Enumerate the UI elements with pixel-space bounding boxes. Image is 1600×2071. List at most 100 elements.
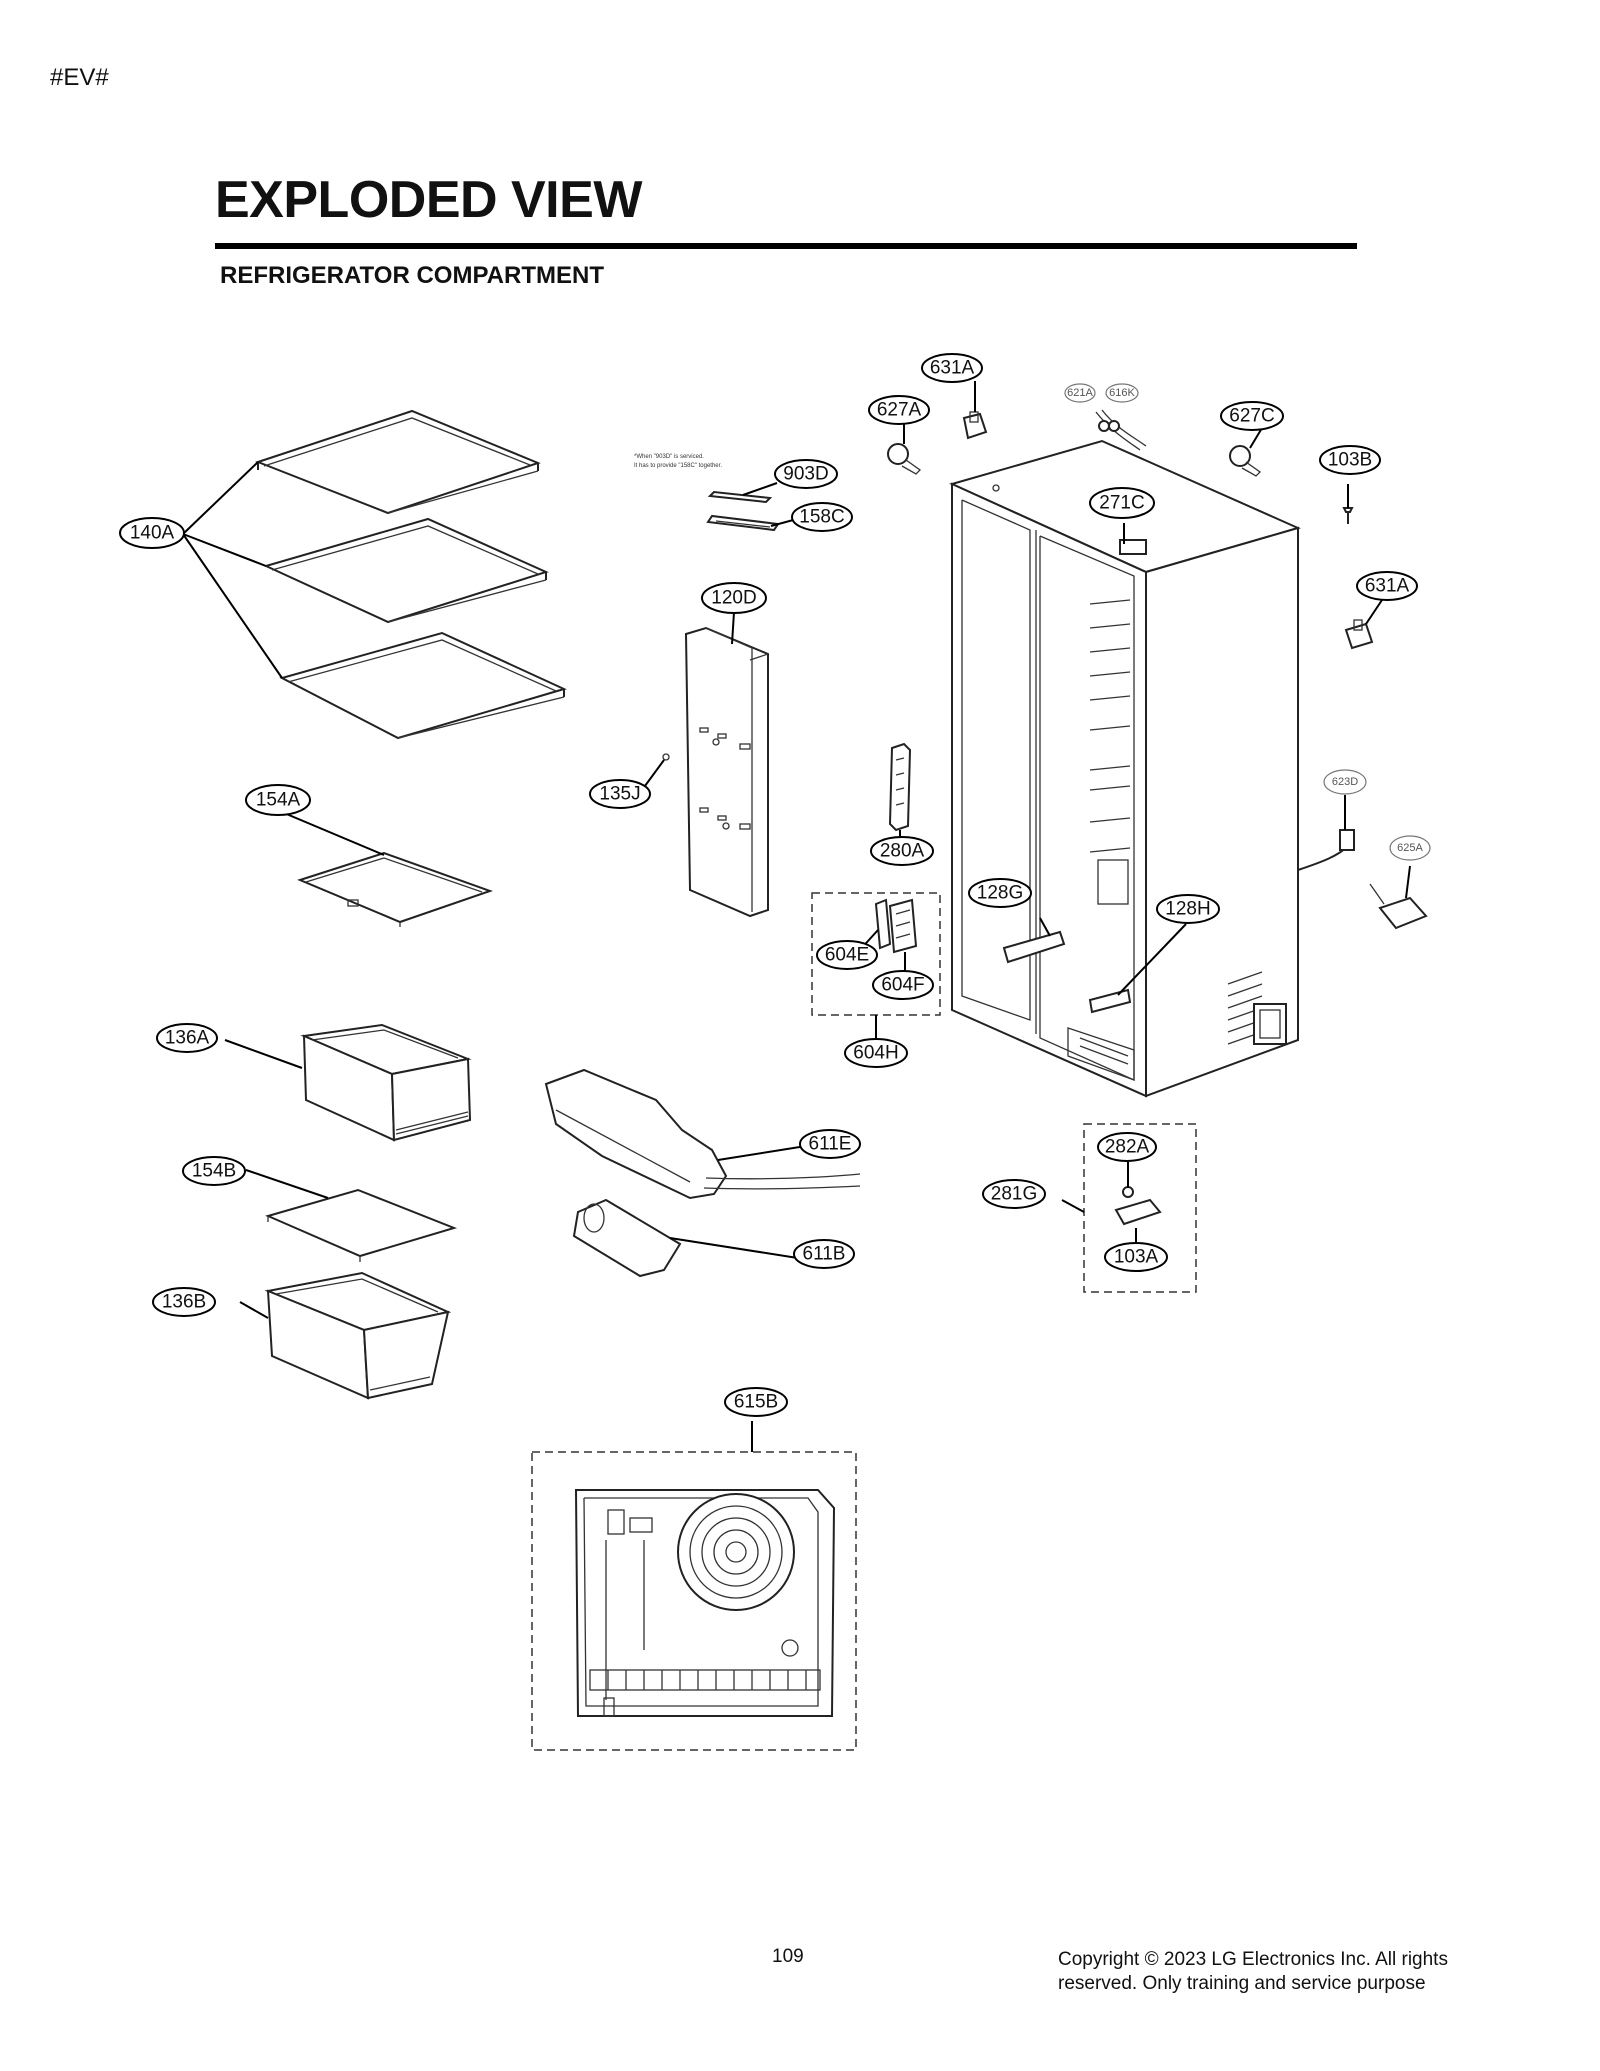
svg-text:135J: 135J xyxy=(599,784,640,805)
svg-text:282A: 282A xyxy=(1105,1137,1150,1158)
svg-text:128H: 128H xyxy=(1165,899,1210,920)
svg-text:631A: 631A xyxy=(930,358,975,379)
tubing-621a-616k xyxy=(1095,409,1147,451)
service-note-line-2: It has to provide "158C" together. xyxy=(634,463,722,469)
svg-text:604E: 604E xyxy=(825,945,869,966)
glass-shelf-top xyxy=(255,409,541,515)
callout-135j: 135J xyxy=(589,779,651,809)
glass-shelf-middle xyxy=(263,517,549,624)
clip-631a-right xyxy=(1344,619,1374,650)
page-title: EXPLODED VIEW xyxy=(215,171,642,229)
callout-604f: 604F xyxy=(872,970,934,1000)
group-box-281g xyxy=(1083,1123,1197,1293)
callout-631a-right: 631A xyxy=(1356,571,1418,601)
svg-text:621A: 621A xyxy=(1067,387,1093,399)
svg-text:903D: 903D xyxy=(783,464,828,485)
callout-154a: 154A xyxy=(245,784,311,816)
callout-281g: 281G xyxy=(982,1179,1046,1209)
copyright-notice: Copyright © 2023 LG Electronics Inc. All… xyxy=(1058,1948,1498,1996)
copyright-line-2: reserved. Only training and service purp… xyxy=(1058,1973,1426,1994)
ice-maker-615b xyxy=(574,1489,836,1717)
rail-strip-158c xyxy=(706,514,780,532)
page-tag: #EV# xyxy=(50,64,109,91)
svg-text:604F: 604F xyxy=(881,975,924,996)
svg-text:625A: 625A xyxy=(1397,842,1423,854)
callout-611e: 611E xyxy=(799,1129,861,1159)
svg-text:158C: 158C xyxy=(799,507,844,528)
svg-text:627A: 627A xyxy=(877,400,922,421)
callout-271c: 271C xyxy=(1089,487,1155,519)
callout-615b: 615B xyxy=(724,1387,788,1417)
callout-136b: 136B xyxy=(152,1287,216,1317)
filter-part-604e xyxy=(874,898,892,950)
callout-611b: 611B xyxy=(793,1239,855,1269)
svg-text:627C: 627C xyxy=(1229,406,1274,427)
svg-text:154B: 154B xyxy=(192,1161,236,1182)
svg-text:616K: 616K xyxy=(1109,387,1135,399)
svg-text:611B: 611B xyxy=(803,1244,846,1265)
svg-text:103B: 103B xyxy=(1328,450,1372,471)
clamp-627a xyxy=(887,443,922,475)
filter-part-604f xyxy=(888,898,918,954)
callout-128g: 128G xyxy=(968,878,1032,908)
callout-282a: 282A xyxy=(1097,1132,1157,1162)
callout-616k: 616K xyxy=(1105,383,1139,403)
callout-120d: 120D xyxy=(701,582,767,614)
svg-text:280A: 280A xyxy=(880,841,925,862)
led-light-280a xyxy=(888,742,912,832)
svg-text:120D: 120D xyxy=(711,588,756,609)
rear-panel-120d xyxy=(684,626,769,918)
callout-625a: 625A xyxy=(1389,835,1431,861)
crisper-drawer-136b xyxy=(264,1271,452,1400)
callout-280a: 280A xyxy=(870,836,934,866)
title-rule xyxy=(215,243,1357,249)
callout-627c: 627C xyxy=(1220,401,1284,431)
callout-604e: 604E xyxy=(816,940,878,970)
svg-text:103A: 103A xyxy=(1114,1247,1159,1268)
callout-903d: 903D xyxy=(774,459,838,489)
svg-text:136A: 136A xyxy=(165,1028,210,1049)
callout-103a: 103A xyxy=(1104,1242,1168,1272)
callout-631a-top: 631A xyxy=(921,353,983,383)
rail-strip-903d xyxy=(707,490,773,504)
crisper-cover-154b xyxy=(265,1188,458,1262)
callout-154b: 154B xyxy=(182,1156,246,1186)
page-number: 109 xyxy=(772,1946,804,1967)
svg-text:140A: 140A xyxy=(130,523,175,544)
service-note-line-1: *When "903D" is serviced. xyxy=(634,454,704,460)
svg-text:271C: 271C xyxy=(1099,493,1144,514)
callout-103b: 103B xyxy=(1319,445,1381,475)
valve-625a xyxy=(1369,883,1428,930)
svg-text:154A: 154A xyxy=(256,790,301,811)
duct-128g xyxy=(1002,930,1066,964)
callout-140a: 140A xyxy=(119,517,185,549)
section-subtitle: REFRIGERATOR COMPARTMENT xyxy=(220,262,604,289)
svg-text:623D: 623D xyxy=(1332,776,1358,788)
callout-128h: 128H xyxy=(1156,894,1220,924)
svg-text:631A: 631A xyxy=(1365,576,1410,597)
svg-text:128G: 128G xyxy=(977,883,1023,904)
sensor-128h xyxy=(1088,988,1132,1014)
clip-631a-top xyxy=(962,411,988,440)
callout-158c: 158C xyxy=(791,502,853,532)
callout-621a: 621A xyxy=(1064,383,1096,403)
callout-627a: 627A xyxy=(868,395,930,425)
callout-604h: 604H xyxy=(844,1038,908,1068)
copyright-line-1: Copyright © 2023 LG Electronics Inc. All… xyxy=(1058,1949,1448,1970)
svg-text:615B: 615B xyxy=(734,1392,778,1413)
screw-103b xyxy=(1342,507,1354,524)
glass-shelf-bottom xyxy=(279,631,567,740)
group-box-615b xyxy=(531,1451,857,1751)
svg-text:604H: 604H xyxy=(853,1043,898,1064)
filter-housing-611e xyxy=(544,1068,861,1200)
svg-text:281G: 281G xyxy=(991,1184,1037,1205)
crisper-drawer-136a xyxy=(300,1023,472,1142)
shelf-cover-154a xyxy=(297,851,494,927)
clamp-627c xyxy=(1229,445,1262,477)
svg-text:136B: 136B xyxy=(162,1292,206,1313)
hinge-282a-103a xyxy=(1114,1186,1162,1226)
svg-text:611E: 611E xyxy=(809,1134,852,1155)
water-filter-611b xyxy=(572,1198,682,1278)
callout-136a: 136A xyxy=(156,1023,218,1053)
